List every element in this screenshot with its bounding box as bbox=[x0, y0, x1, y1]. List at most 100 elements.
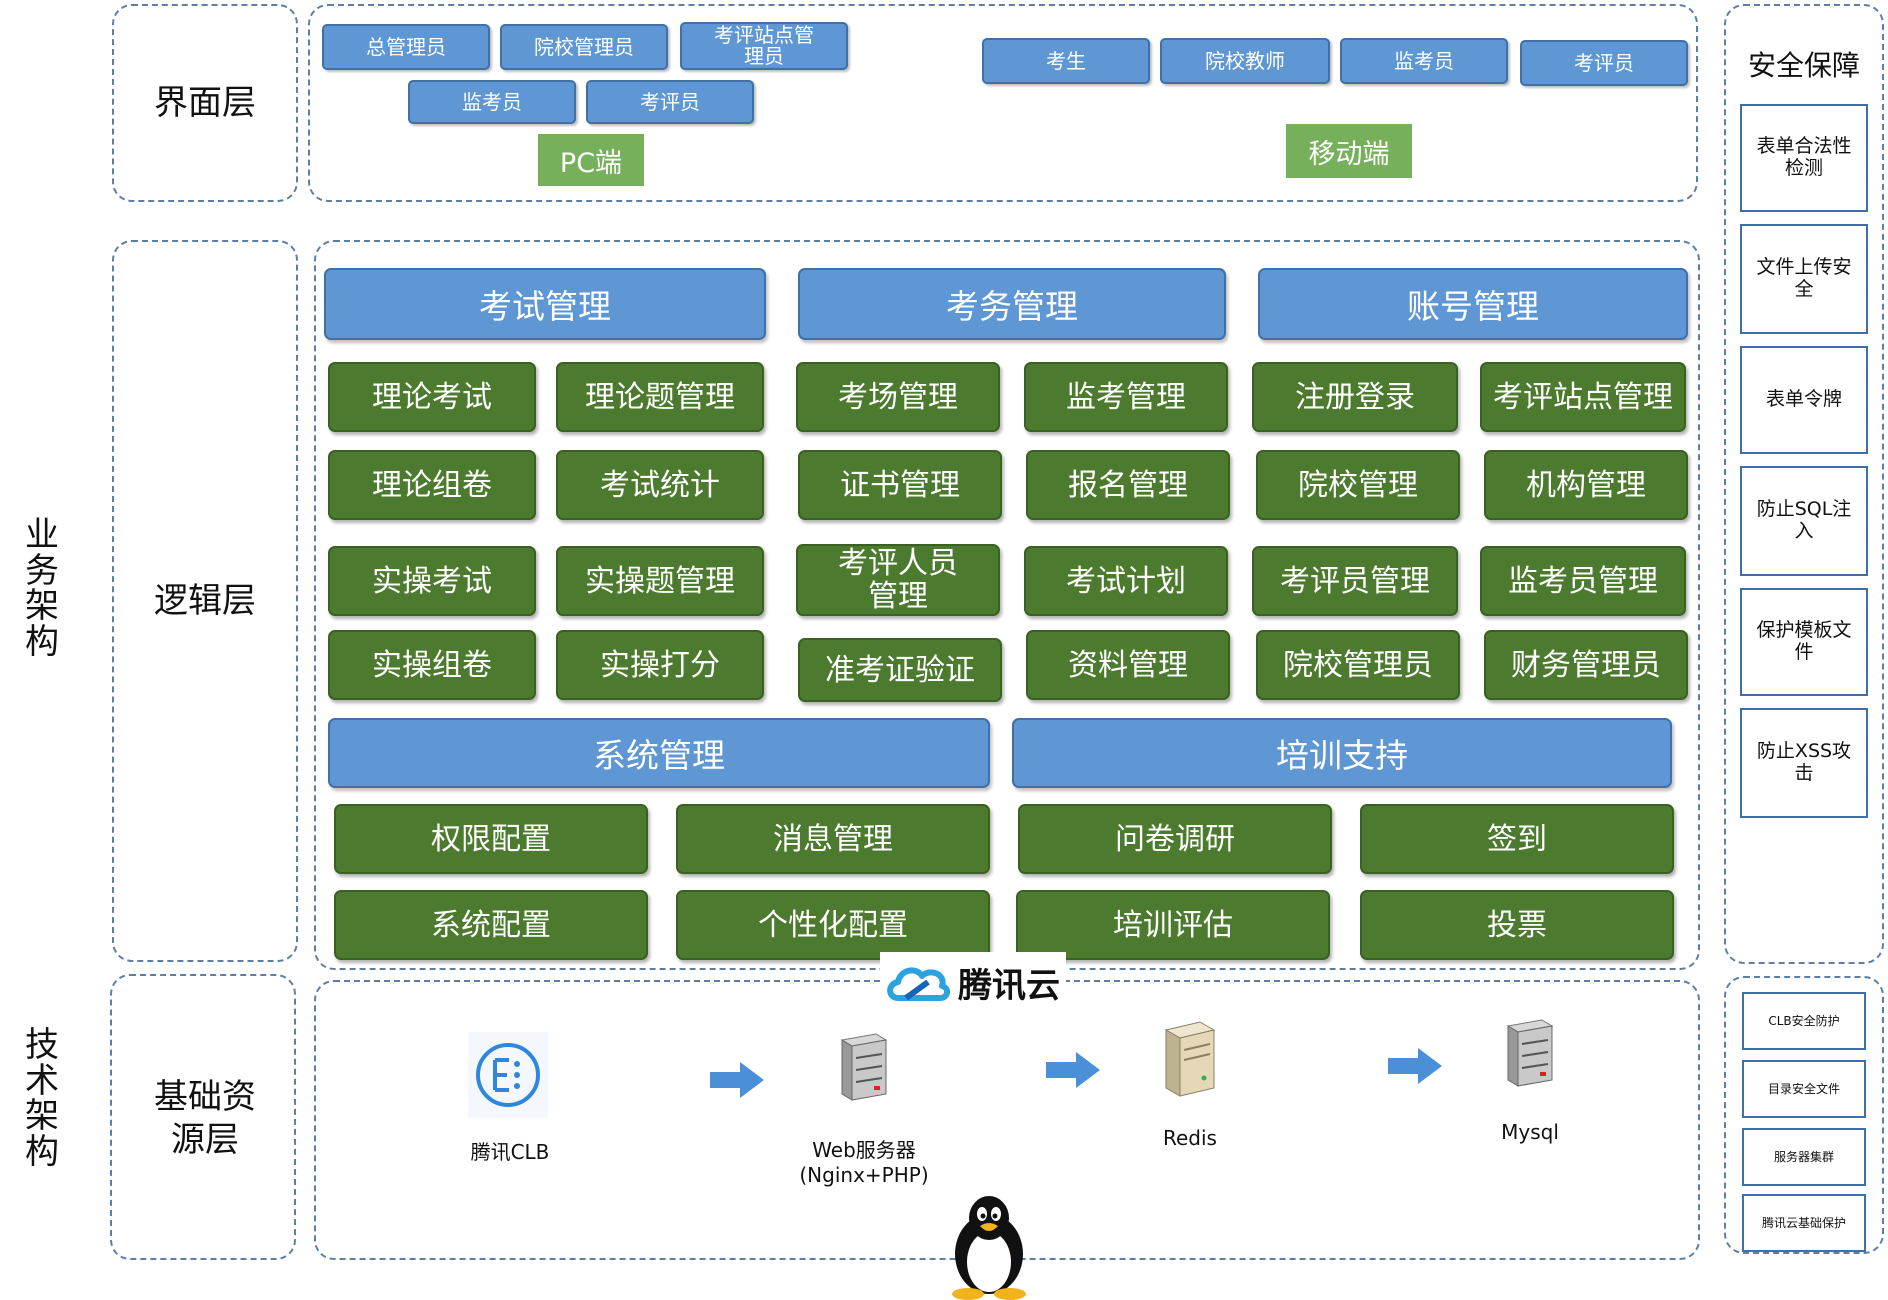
role-super-admin[interactable]: 总管理员 bbox=[322, 24, 490, 70]
security-tencent-base: 腾讯云基础保护 bbox=[1742, 1194, 1866, 1252]
tencent-cloud-badge: 腾讯云 bbox=[880, 952, 1066, 1012]
module-examiner-staff[interactable]: 考评人员管理 bbox=[796, 544, 1000, 616]
redis-node bbox=[1160, 1020, 1220, 1102]
module-theory-exam[interactable]: 理论考试 bbox=[328, 362, 536, 432]
ui-layer-label-box bbox=[112, 4, 298, 202]
module-examiner-mgmt[interactable]: 考评员管理 bbox=[1252, 546, 1458, 616]
role-proctor-pc[interactable]: 监考员 bbox=[408, 80, 576, 124]
redis-label: Redis bbox=[1163, 1126, 1217, 1150]
module-college-mgmt[interactable]: 院校管理 bbox=[1256, 450, 1460, 520]
module-org-mgmt[interactable]: 机构管理 bbox=[1484, 450, 1688, 520]
role-examiner-mobile[interactable]: 考评员 bbox=[1520, 40, 1688, 86]
arrow-right-icon bbox=[1046, 1052, 1100, 1088]
module-survey[interactable]: 问卷调研 bbox=[1018, 804, 1332, 874]
module-permissions[interactable]: 权限配置 bbox=[334, 804, 648, 874]
module-college-admin[interactable]: 院校管理员 bbox=[1256, 630, 1460, 700]
module-materials[interactable]: 资料管理 bbox=[1026, 630, 1230, 700]
module-exam-room[interactable]: 考场管理 bbox=[796, 362, 1000, 432]
header-training-support[interactable]: 培训支持 bbox=[1012, 718, 1672, 788]
module-proctor-staff[interactable]: 监考员管理 bbox=[1480, 546, 1686, 616]
security-sql-injection: 防止SQL注入 bbox=[1740, 466, 1868, 576]
arrow-right-icon bbox=[710, 1062, 764, 1098]
logic-layer-title: 逻辑层 bbox=[154, 581, 256, 621]
tech-char: 技 bbox=[25, 1025, 59, 1065]
security-server-cluster: 服务器集群 bbox=[1742, 1128, 1866, 1186]
security-clb: CLB安全防护 bbox=[1742, 992, 1866, 1050]
module-examiner-staff-label: 考评人员管理 bbox=[838, 546, 958, 614]
header-exam-affairs[interactable]: 考务管理 bbox=[798, 268, 1226, 340]
module-exam-stats[interactable]: 考试统计 bbox=[556, 450, 764, 520]
security-form-validation: 表单合法性检测 bbox=[1740, 104, 1868, 212]
tech-char: 术 bbox=[25, 1060, 59, 1101]
linux-penguin-icon bbox=[952, 1196, 1026, 1300]
web-server-node bbox=[836, 1032, 890, 1106]
mysql-label: Mysql bbox=[1501, 1120, 1559, 1144]
infra-layer-title-text: 基础资源层 bbox=[154, 1077, 256, 1160]
module-personalization[interactable]: 个性化配置 bbox=[676, 890, 990, 960]
module-practical-paper[interactable]: 实操组卷 bbox=[328, 630, 536, 700]
module-practical-questions[interactable]: 实操题管理 bbox=[556, 546, 764, 616]
server-icon bbox=[840, 1033, 888, 1101]
clb-node bbox=[468, 1032, 548, 1118]
mysql-node bbox=[1502, 1018, 1558, 1094]
module-finance-admin[interactable]: 财务管理员 bbox=[1484, 630, 1688, 700]
module-enrollment[interactable]: 报名管理 bbox=[1026, 450, 1230, 520]
module-admission-verify[interactable]: 准考证验证 bbox=[798, 638, 1002, 702]
module-register-login[interactable]: 注册登录 bbox=[1252, 362, 1458, 432]
database-server-icon bbox=[1164, 1021, 1216, 1097]
ui-layer-box bbox=[308, 4, 1698, 202]
module-theory-questions[interactable]: 理论题管理 bbox=[556, 362, 764, 432]
web-server-label: Web服务器 (Nginx+PHP) bbox=[799, 1138, 929, 1187]
security-directory: 目录安全文件 bbox=[1742, 1060, 1866, 1118]
tech-char: 构 bbox=[25, 1132, 59, 1173]
arrow-right-icon bbox=[1388, 1048, 1442, 1084]
role-candidate[interactable]: 考生 bbox=[982, 38, 1150, 84]
business-char: 架 bbox=[25, 586, 59, 627]
logic-layer-label-box bbox=[112, 240, 298, 962]
module-certificate[interactable]: 证书管理 bbox=[798, 450, 1002, 520]
security-box bbox=[1724, 4, 1884, 964]
module-practical-exam[interactable]: 实操考试 bbox=[328, 546, 536, 616]
module-voting[interactable]: 投票 bbox=[1360, 890, 1674, 960]
module-system-config[interactable]: 系统配置 bbox=[334, 890, 648, 960]
module-site-mgmt[interactable]: 考评站点管理 bbox=[1480, 362, 1686, 432]
module-theory-paper[interactable]: 理论组卷 bbox=[328, 450, 536, 520]
module-messages[interactable]: 消息管理 bbox=[676, 804, 990, 874]
module-training-eval[interactable]: 培训评估 bbox=[1016, 890, 1330, 960]
infra-layer-title: 基础资源层 bbox=[112, 1076, 298, 1161]
role-examiner-pc[interactable]: 考评员 bbox=[586, 80, 754, 124]
mysql-server-icon bbox=[1506, 1019, 1554, 1087]
infra-layer-label-box bbox=[110, 974, 296, 1260]
module-proctor-mgmt[interactable]: 监考管理 bbox=[1024, 362, 1228, 432]
clb-label: 腾讯CLB bbox=[470, 1140, 550, 1164]
security-title: 安全保障 bbox=[1747, 49, 1860, 82]
security-form-token: 表单令牌 bbox=[1740, 346, 1868, 454]
business-char: 务 bbox=[25, 550, 59, 591]
role-site-admin-label: 考评站点管理员 bbox=[714, 23, 814, 68]
module-checkin[interactable]: 签到 bbox=[1360, 804, 1674, 874]
business-char: 构 bbox=[25, 622, 59, 663]
module-practical-scoring[interactable]: 实操打分 bbox=[556, 630, 764, 700]
security-xss: 防止XSS攻击 bbox=[1740, 708, 1868, 818]
header-account-management[interactable]: 账号管理 bbox=[1258, 268, 1688, 340]
role-college-admin[interactable]: 院校管理员 bbox=[500, 24, 668, 70]
cloud-logo-icon bbox=[887, 967, 950, 1001]
role-site-admin[interactable]: 考评站点管理员 bbox=[680, 22, 848, 70]
pc-label: PC端 bbox=[538, 134, 644, 186]
role-teacher[interactable]: 院校教师 bbox=[1160, 38, 1330, 84]
infra-security-box bbox=[1724, 976, 1884, 1254]
header-system-management[interactable]: 系统管理 bbox=[328, 718, 990, 788]
tech-architecture-label: 技 术 架 构 bbox=[20, 1025, 64, 1173]
header-exam-management[interactable]: 考试管理 bbox=[324, 268, 766, 340]
mobile-label: 移动端 bbox=[1286, 124, 1412, 178]
module-exam-plan[interactable]: 考试计划 bbox=[1024, 546, 1228, 616]
security-template-protect: 保护模板文件 bbox=[1740, 588, 1868, 696]
business-char: 业 bbox=[25, 515, 59, 555]
clb-icon bbox=[476, 1043, 540, 1107]
tech-char: 架 bbox=[25, 1096, 59, 1137]
tencent-cloud-text: 腾讯云 bbox=[958, 965, 1060, 1006]
business-architecture-label: 业 务 架 构 bbox=[20, 515, 64, 663]
security-file-upload: 文件上传安全 bbox=[1740, 224, 1868, 334]
ui-layer-title: 界面层 bbox=[154, 83, 256, 123]
role-proctor-mobile[interactable]: 监考员 bbox=[1340, 38, 1508, 84]
